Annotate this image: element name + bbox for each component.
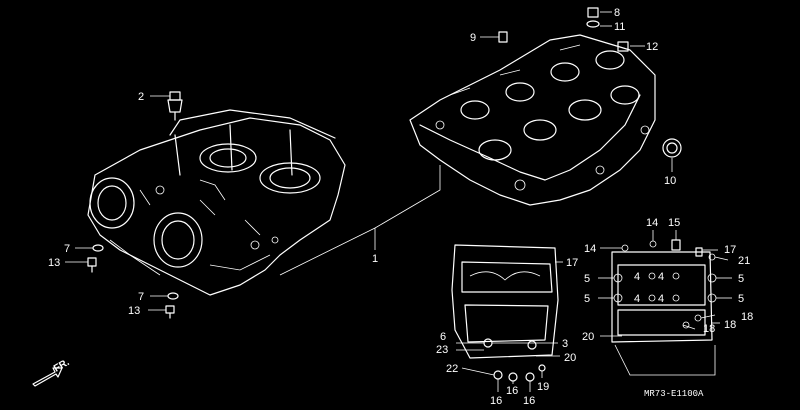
part-13-bolt-upper[interactable] [87, 257, 97, 273]
callout-17: 17 [566, 257, 578, 269]
callout-20: 20 [564, 352, 576, 364]
callout-12: 12 [646, 41, 658, 53]
part-9-dowel[interactable] [498, 31, 508, 43]
callout-3: 3 [562, 338, 568, 350]
part-11-washer[interactable] [586, 20, 600, 28]
part-13-bolt-lower[interactable] [165, 305, 175, 319]
callout-5: 5 [584, 293, 590, 305]
callout-22: 22 [446, 363, 458, 375]
diagram-code: MR73-E1100A [644, 389, 704, 399]
callout-14: 14 [584, 243, 596, 255]
part-12-cap[interactable] [617, 41, 629, 52]
callout-16: 16 [523, 395, 535, 407]
callout-5: 5 [584, 273, 590, 285]
leader-lines [65, 11, 732, 392]
callout-4: 4 [634, 271, 640, 283]
callout-14: 14 [646, 217, 658, 229]
callout-4: 4 [634, 293, 640, 305]
lower-bolt-pattern[interactable] [451, 244, 559, 382]
callout-4: 4 [658, 293, 664, 305]
callout-18: 18 [741, 311, 753, 323]
front-direction-arrow: FR. [32, 357, 72, 387]
callout-13: 13 [128, 305, 140, 317]
callout-13: 13 [48, 257, 60, 269]
callout-16: 16 [490, 395, 502, 407]
part-8-plug[interactable] [587, 7, 599, 18]
callout-17: 17 [724, 244, 736, 256]
callout-11: 11 [614, 21, 625, 33]
callout-5: 5 [738, 273, 744, 285]
callout-9: 9 [470, 32, 476, 44]
callout-7: 7 [64, 243, 70, 255]
callout-23: 23 [436, 344, 448, 356]
lower-crankcase[interactable] [409, 34, 656, 206]
callout-10: 10 [664, 175, 676, 187]
callout-8: 8 [614, 7, 620, 19]
upper-bolt-pattern[interactable] [611, 239, 717, 376]
callout-7: 7 [138, 291, 144, 303]
callout-21: 21 [738, 255, 750, 267]
upper-crankcase[interactable] [87, 109, 346, 296]
callout-18: 18 [724, 319, 736, 331]
callout-labels: 2 7 13 7 13 1 8 11 12 9 10 17 6 23 3 20 … [48, 7, 753, 407]
callout-2: 2 [138, 91, 144, 103]
part-2-sensor[interactable] [167, 91, 183, 121]
callout-16: 16 [506, 385, 518, 397]
callout-20: 20 [582, 331, 594, 343]
callout-6: 6 [440, 331, 446, 343]
callout-18: 18 [703, 323, 715, 335]
part-7-washer-lower[interactable] [167, 292, 179, 300]
front-label: FR. [52, 357, 72, 375]
part-7-washer-upper[interactable] [92, 244, 104, 252]
callout-4: 4 [658, 271, 664, 283]
callout-5: 5 [738, 293, 744, 305]
callout-19: 19 [537, 381, 549, 393]
callout-1: 1 [372, 253, 378, 265]
part-10-oil-seal[interactable] [662, 138, 682, 158]
callout-15: 15 [668, 217, 680, 229]
